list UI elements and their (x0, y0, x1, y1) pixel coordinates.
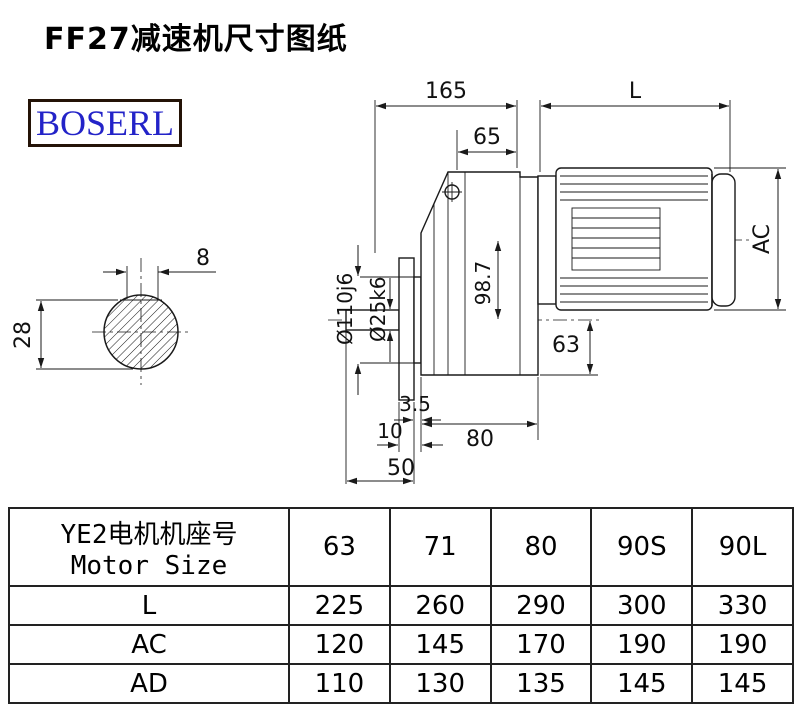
table-cell: 225 (288, 585, 391, 626)
table-cell: 260 (388, 585, 492, 626)
brand-logo-box: BOSERL (28, 99, 182, 147)
dim-label-key-width: 8 (196, 246, 210, 271)
col-header-80: 80 (489, 507, 593, 587)
table-cell: 300 (590, 585, 694, 626)
motor-adapter-flange (537, 175, 557, 305)
table-cell: 110 (288, 663, 391, 704)
table-cell: 130 (388, 663, 492, 704)
dim-label-65: 65 (473, 125, 501, 150)
table-header-motor: YE2电机机座号 Motor Size (8, 507, 290, 587)
col-header-90L: 90L (691, 507, 794, 587)
table-cell: 190 (691, 624, 794, 665)
dim-label-80: 80 (466, 427, 494, 452)
col-header-63: 63 (288, 507, 391, 587)
dim-label-165: 165 (425, 79, 467, 104)
table-cell: 170 (489, 624, 593, 665)
table-cell: 145 (691, 663, 794, 704)
motor-size-label-cn: YE2电机机座号 (60, 519, 238, 550)
dim-label-3-5: 3.5 (399, 392, 431, 416)
page-title: FF27减速机尺寸图纸 (44, 22, 348, 57)
motor-body (555, 167, 713, 311)
motor-core-lines (572, 217, 660, 259)
shaft-section-circle (103, 294, 179, 370)
motor-size-table: YE2电机机座号 Motor Size 63 71 80 90S 90L L 2… (8, 507, 794, 704)
dim-label-center-height: 98.7 (471, 261, 495, 306)
brand-logo-text: BOSERL (35, 103, 175, 143)
table-cell: 145 (388, 624, 492, 665)
dim-label-50: 50 (387, 456, 415, 481)
gearbox-housing (420, 171, 539, 376)
row-label-AD: AD (8, 663, 290, 704)
motor-core (571, 207, 661, 271)
table-cell: 145 (590, 663, 694, 704)
gearmotor-side-view (328, 167, 750, 401)
flange-spigot (413, 276, 422, 364)
dim-label-63: 63 (552, 333, 580, 358)
table-cell: 190 (590, 624, 694, 665)
table-cell: 135 (489, 663, 593, 704)
table-row-L: L 225 260 290 300 330 (8, 585, 794, 626)
table-cell: 290 (489, 585, 593, 626)
table-header-row: YE2电机机座号 Motor Size 63 71 80 90S 90L (8, 507, 794, 587)
fan-cover (711, 173, 736, 307)
dim-label-flange-dia: Ø110j6 (333, 273, 357, 345)
table-row-AC: AC 120 145 170 190 190 (8, 624, 794, 665)
motor-size-label-en: Motor Size (70, 550, 228, 581)
table-row-AD: AD 110 130 135 145 145 (8, 663, 794, 704)
table-cell: 330 (691, 585, 794, 626)
table-cell: 120 (288, 624, 391, 665)
shaft-end-view: 8 28 (11, 246, 216, 385)
dim-key-width: 8 (103, 246, 216, 276)
dim-key-height: 28 (11, 299, 133, 370)
technical-drawing: 8 28 (11, 79, 786, 485)
row-label-AC: AC (8, 624, 290, 665)
dim-label-key-height: 28 (11, 321, 36, 349)
mounting-flange (398, 257, 415, 401)
dimensions: 165 L 65 AC Ø110j6 Ø25k6 98.7 63 (333, 79, 786, 485)
dim-label-L: L (629, 79, 642, 104)
col-header-71: 71 (388, 507, 492, 587)
col-header-90S: 90S (590, 507, 694, 587)
dim-label-shaft-dia: Ø25k6 (366, 277, 390, 343)
dim-label-AC: AC (750, 224, 775, 254)
motor-fins (560, 175, 708, 303)
dim-label-10: 10 (377, 419, 402, 443)
row-label-L: L (8, 585, 290, 626)
